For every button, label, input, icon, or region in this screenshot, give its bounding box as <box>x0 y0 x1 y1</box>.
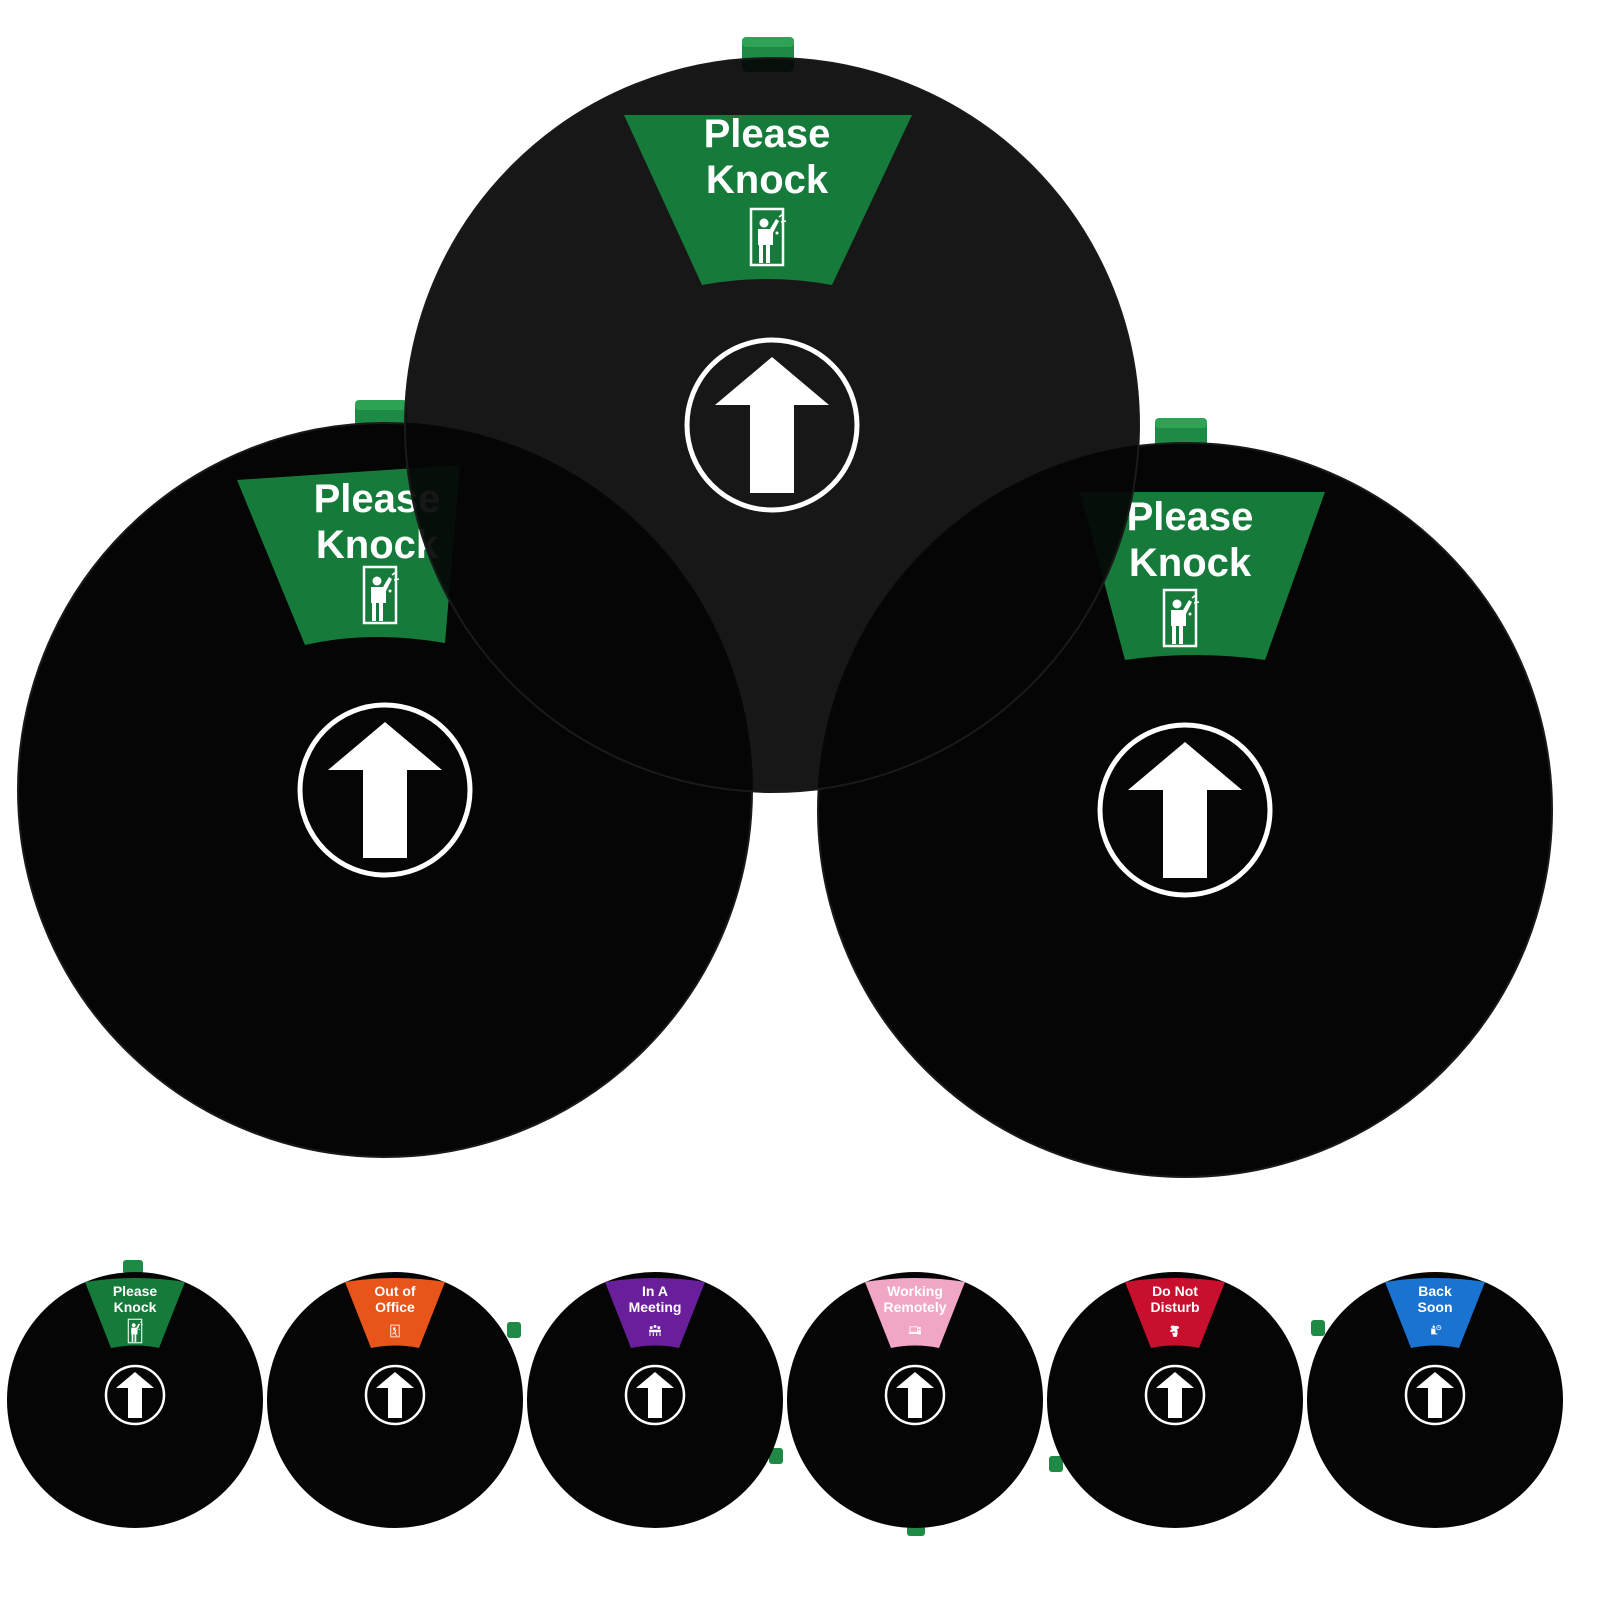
arrow-ring <box>364 1364 426 1426</box>
large-sign-center: Please Knock <box>404 37 1140 793</box>
svg-text:Knock: Knock <box>316 523 439 567</box>
up-arrow-icon <box>1416 1372 1454 1418</box>
arrow-ring <box>1144 1364 1206 1426</box>
sign-line-1: In A <box>642 1283 668 1299</box>
sign-line-1: Working <box>887 1283 943 1299</box>
arrow-ring <box>624 1364 686 1426</box>
svg-text:Knock: Knock <box>706 158 829 202</box>
knob[interactable] <box>1311 1320 1325 1336</box>
sign-line-1: Please <box>704 112 831 156</box>
status-window <box>1385 1278 1485 1348</box>
sign-line-1: Please <box>1127 495 1254 539</box>
sign-line-1: Please <box>113 1283 158 1299</box>
status-window <box>85 1278 185 1348</box>
arrow-ring <box>884 1364 946 1426</box>
sign-line-1: Out of <box>374 1283 416 1299</box>
sign-line-1: Back <box>1418 1283 1452 1299</box>
up-arrow-icon <box>715 357 829 493</box>
svg-text:Knock: Knock <box>1129 541 1252 585</box>
sign-line-1: Do Not <box>1152 1283 1198 1299</box>
sign-line-2: Knock <box>114 1299 157 1315</box>
arrow-ring <box>297 702 473 878</box>
knob[interactable] <box>507 1322 521 1338</box>
status-window <box>624 115 912 285</box>
status-window <box>237 465 460 645</box>
up-arrow-icon <box>376 1372 414 1418</box>
status-window <box>1080 492 1325 660</box>
up-arrow-icon <box>636 1372 674 1418</box>
status-window <box>1125 1278 1225 1348</box>
up-arrow-icon <box>1156 1372 1194 1418</box>
arrow-ring <box>684 337 860 513</box>
sign-line-2: Office <box>375 1299 415 1315</box>
status-window <box>865 1278 965 1348</box>
up-arrow-icon <box>116 1372 154 1418</box>
sign-line-2: Disturb <box>1151 1299 1200 1315</box>
svg-text:Please: Please <box>1127 495 1254 539</box>
up-arrow-icon <box>896 1372 934 1418</box>
up-arrow-icon <box>328 722 442 858</box>
sign-line-2: Meeting <box>629 1299 682 1315</box>
sign-line-2: Knock <box>1129 541 1252 585</box>
knob[interactable] <box>769 1448 783 1464</box>
up-arrow-icon <box>1128 742 1242 878</box>
status-window <box>605 1278 705 1348</box>
knob[interactable] <box>123 1260 143 1274</box>
arrow-ring <box>104 1364 166 1426</box>
knob[interactable] <box>1049 1456 1063 1472</box>
sign-line-2: Knock <box>316 523 439 567</box>
sign-line-2: Knock <box>706 158 829 202</box>
svg-text:Please: Please <box>704 112 831 156</box>
arrow-ring <box>1097 722 1273 898</box>
arrow-ring <box>1404 1364 1466 1426</box>
status-window <box>345 1278 445 1348</box>
sign-line-2: Remotely <box>883 1299 946 1315</box>
sign-line-2: Soon <box>1418 1299 1453 1315</box>
